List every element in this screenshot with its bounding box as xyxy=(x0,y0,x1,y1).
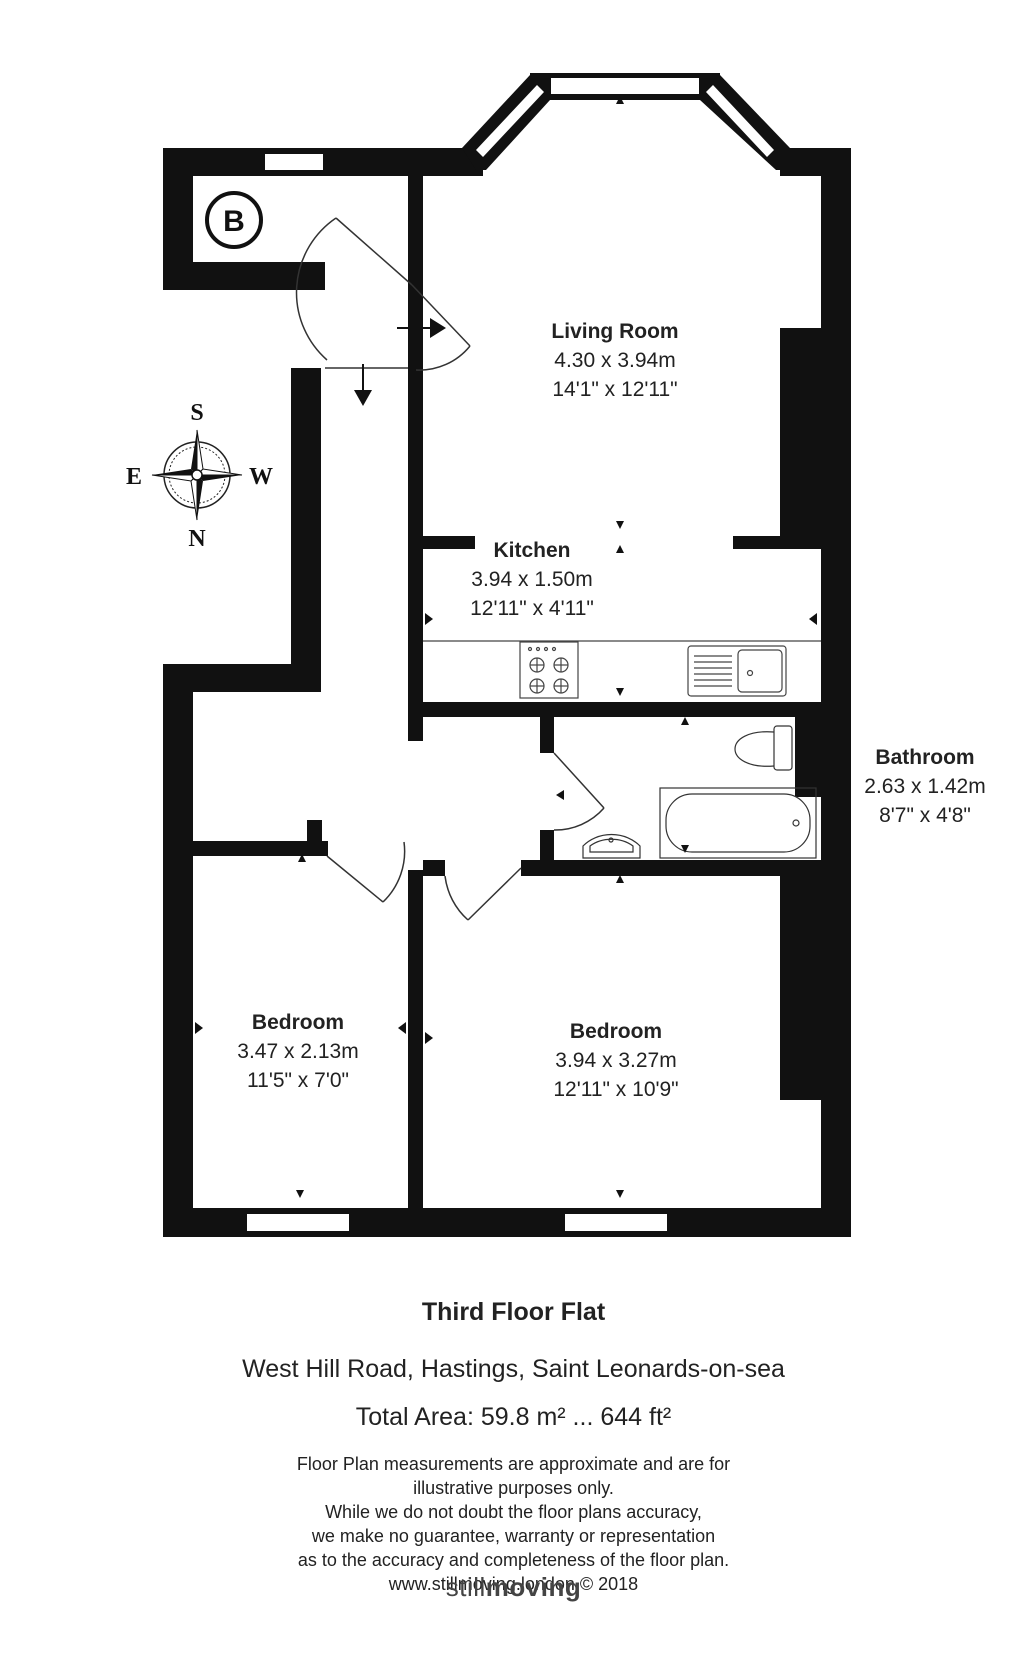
disclaimer: Floor Plan measurements are approximate … xyxy=(0,1452,1027,1596)
property-address: West Hill Road, Hastings, Saint Leonards… xyxy=(242,1355,785,1383)
room-metric: 3.47 x 2.13m xyxy=(237,1040,358,1063)
room-imperial: 14'1" x 12'11" xyxy=(552,378,677,401)
disclaimer-line: illustrative purposes only. xyxy=(413,1478,614,1498)
room-bathroom: Bathroom 2.63 x 1.42m 8'7" x 4'8" xyxy=(864,746,985,827)
room-imperial: 8'7" x 4'8" xyxy=(879,804,971,827)
disclaimer-line: While we do not doubt the floor plans ac… xyxy=(325,1502,702,1522)
brand-part-still: still xyxy=(445,1572,486,1602)
compass-bottom-label: N xyxy=(188,526,206,552)
room-metric: 2.63 x 1.42m xyxy=(864,775,985,798)
washbasin-icon xyxy=(582,833,641,859)
room-bedroom-left: Bedroom 3.47 x 2.13m 11'5" x 7'0" xyxy=(237,1011,358,1092)
disclaimer-line: Floor Plan measurements are approximate … xyxy=(296,1454,731,1474)
sink-icon xyxy=(687,645,787,697)
disclaimer-line: as to the accuracy and completeness of t… xyxy=(297,1550,730,1570)
room-metric: 3.94 x 3.27m xyxy=(555,1049,676,1072)
brand-part-moving: moving xyxy=(485,1572,582,1602)
room-name: Living Room xyxy=(551,320,678,343)
dimension-markers xyxy=(195,96,817,1198)
disclaimer-line: www.stillmoving.london © 2018 xyxy=(388,1574,639,1594)
compass-left-label: E xyxy=(126,464,142,490)
plan-title: Third Floor Flat xyxy=(421,1298,606,1326)
doors xyxy=(295,217,605,921)
room-name: Bedroom xyxy=(570,1020,662,1043)
brand-logo: stillmoving xyxy=(0,1572,1027,1603)
compass-top-label: S xyxy=(190,400,203,426)
bay-window xyxy=(462,73,790,170)
room-kitchen: Kitchen 3.94 x 1.50m 12'11" x 4'11" xyxy=(470,539,594,620)
room-name: Bedroom xyxy=(252,1011,344,1034)
walls xyxy=(163,148,851,1237)
compass-icon: S N E W xyxy=(126,400,273,552)
room-living: Living Room 4.30 x 3.94m 14'1" x 12'11" xyxy=(551,320,678,401)
bath-icon xyxy=(659,787,817,859)
room-metric: 4.30 x 3.94m xyxy=(554,349,675,372)
toilet-icon xyxy=(734,725,793,771)
room-name: Kitchen xyxy=(493,539,570,562)
room-imperial: 12'11" x 10'9" xyxy=(553,1078,678,1101)
room-name: Bathroom xyxy=(875,746,974,769)
room-bedroom-right: Bedroom 3.94 x 3.27m 12'11" x 10'9" xyxy=(553,1020,678,1101)
boiler-label: B xyxy=(223,205,245,238)
room-imperial: 11'5" x 7'0" xyxy=(247,1069,349,1092)
windows xyxy=(247,154,667,1231)
disclaimer-line: we make no guarantee, warranty or repres… xyxy=(311,1526,716,1546)
room-metric: 3.94 x 1.50m xyxy=(471,568,592,591)
entry-arrows xyxy=(354,318,446,406)
hob-icon xyxy=(519,641,579,699)
floor-plan: B S N E W Living Room 4.30 x 3.94m 14'1"… xyxy=(126,73,986,1237)
room-imperial: 12'11" x 4'11" xyxy=(470,597,594,620)
compass-right-label: W xyxy=(249,464,273,490)
total-area: Total Area: 59.8 m² ... 644 ft² xyxy=(355,1403,672,1431)
boiler-icon: B xyxy=(205,191,263,249)
